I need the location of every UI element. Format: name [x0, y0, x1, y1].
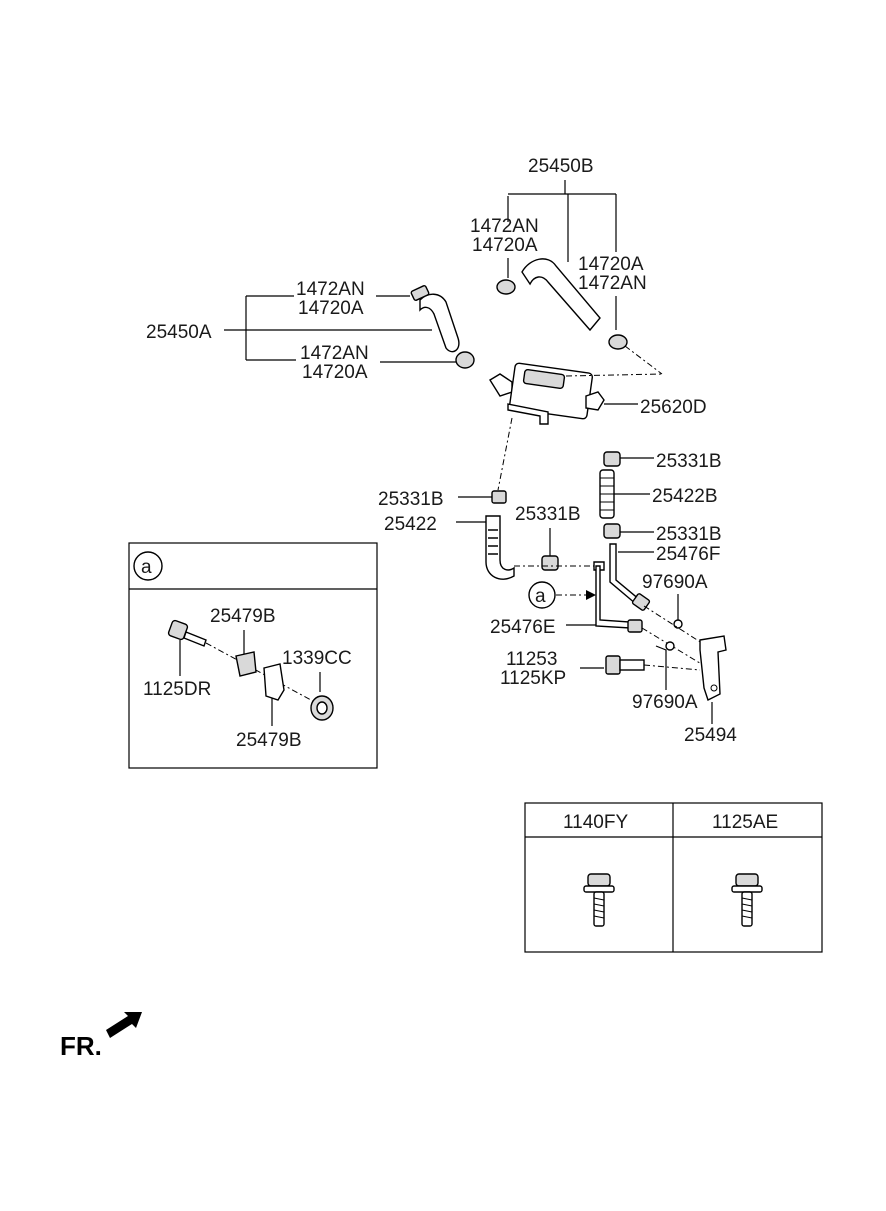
label-14720a-top-left: 14720A	[472, 235, 538, 256]
clamp-25331b-r2	[603, 523, 621, 539]
bolt-11253-head	[605, 655, 621, 675]
clamp-mid-2	[455, 351, 475, 369]
grommet-97690a-upper	[673, 619, 683, 629]
label-1125kp: 1125KP	[500, 668, 566, 689]
label-1472an-top-right: 1472AN	[578, 273, 647, 294]
bolt-1140fy-head	[587, 873, 611, 887]
bolt-1125dr-shank	[183, 631, 207, 647]
clamp-25331b-r1	[603, 451, 621, 467]
ref-marker-a	[528, 581, 556, 609]
label-25620d: 25620D	[640, 397, 707, 418]
label-1472an-top-left: 1472AN	[470, 216, 539, 237]
front-direction-label: FR.	[60, 1031, 102, 1061]
hose-assembly-25450a: 1472AN 14720A 25450A 1472AN 14720A	[146, 279, 475, 383]
bolt-1140fy	[583, 873, 615, 927]
label-25494: 25494	[684, 725, 737, 746]
label-14720a-mid-2: 14720A	[302, 362, 368, 383]
clamp-mid-1	[410, 285, 430, 301]
label-1125dr: 1125DR	[143, 679, 211, 700]
grommet-97690a-lower	[665, 641, 675, 651]
label-25331b-r1: 25331B	[656, 451, 722, 472]
bolt-1125ae-shank	[741, 891, 753, 927]
label-25450a: 25450A	[146, 322, 212, 343]
hose-25422-ribs	[488, 529, 498, 555]
bolt-1125ae-head	[735, 873, 759, 887]
label-25476f: 25476F	[656, 544, 720, 565]
label-14720a-top-right: 14720A	[578, 254, 644, 275]
label-25331b-center: 25331B	[515, 504, 581, 525]
detail-marker-a	[133, 551, 163, 581]
pipe-group-center: 25331B 25476E a	[490, 504, 643, 638]
pipe-25476f-fitting	[631, 593, 651, 611]
centerline-top-right	[624, 345, 663, 375]
bolt-1140fy-flange	[583, 885, 615, 893]
label-25476e: 25476E	[490, 617, 556, 638]
label-25479b-top: 25479B	[210, 606, 276, 627]
detail-box-frame	[128, 542, 378, 769]
fastener-table-col2-header: 1125AE	[712, 812, 778, 833]
label-1339cc: 1339CC	[282, 648, 352, 669]
centerline-bracket-lower	[641, 627, 709, 669]
clamp-top-left	[496, 279, 516, 295]
centerline-valve	[565, 373, 663, 377]
bracket-group-25494: 25494 11253 1125KP 97690A	[500, 605, 737, 746]
pipe-25476f	[609, 543, 642, 605]
clamp-top-right	[608, 334, 628, 350]
valve-bracket	[507, 403, 549, 425]
bolt-11253-shank	[619, 659, 645, 671]
bracket-hole	[710, 684, 718, 692]
pipe-25476e-fitting	[627, 619, 643, 633]
fastener-table: 1140FY 1125AE	[524, 802, 823, 953]
front-direction-indicator: FR.	[60, 1012, 142, 1061]
label-97690a-upper: 97690A	[642, 572, 708, 593]
detail-marker-a-text: a	[141, 557, 152, 578]
centerline-valve-down	[497, 417, 513, 491]
clamp-25331b-center	[541, 555, 559, 571]
clip-25479b-bottom	[263, 663, 285, 701]
detail-view-a: a 25479B 1339CC 1125DR 25479B	[128, 542, 378, 769]
label-1472an-mid-2: 1472AN	[300, 343, 369, 364]
valve-assembly-25620d: 25620D	[489, 362, 707, 425]
bracket-25494	[699, 635, 727, 701]
label-25331b-left: 25331B	[378, 489, 444, 510]
valve-outlet-nozzle	[585, 391, 605, 411]
hose-group-25422b: 25331B 25422B 25331B 25476F 97690A	[599, 451, 722, 629]
ref-marker-a-text: a	[535, 586, 546, 607]
front-direction-arrow-icon	[106, 1012, 142, 1038]
label-11253: 11253	[506, 649, 557, 670]
label-25479b-bottom: 25479B	[236, 730, 302, 751]
hose-25450b	[521, 258, 601, 332]
clip-25479b-top	[235, 651, 257, 677]
bolt-1140fy-shank	[593, 891, 605, 927]
leader-97690a-lower	[655, 645, 667, 690]
bolt-1125ae-flange	[731, 885, 763, 893]
bolt-1125ae-thread	[741, 897, 753, 919]
label-25331b-r2: 25331B	[656, 524, 722, 545]
nut-1339cc-hole	[316, 701, 328, 715]
hose-25450a	[419, 293, 460, 353]
label-14720a-mid-1: 14720A	[298, 298, 364, 319]
hose-group-25422: 25331B 25422	[378, 417, 515, 580]
label-25422: 25422	[384, 514, 437, 535]
label-25450b: 25450B	[528, 156, 594, 177]
label-25422b: 25422B	[652, 486, 718, 507]
label-1472an-mid-1: 1472AN	[296, 279, 365, 300]
hose-25422	[485, 515, 515, 580]
bolt-1140fy-thread	[593, 897, 605, 919]
bolt-1125ae	[731, 873, 763, 927]
valve-inlet-nozzle	[489, 373, 513, 397]
fastener-table-col1-header: 1140FY	[563, 812, 628, 833]
hose-25422b-ribs	[600, 477, 614, 511]
valve-top-plate	[522, 368, 566, 390]
label-97690a-lower: 97690A	[632, 692, 698, 713]
clamp-25331b-left	[491, 490, 507, 504]
ref-marker-a-arrow	[586, 590, 596, 600]
centerline-bolt	[643, 664, 701, 671]
hose-assembly-25450b: 25450B 1472AN 14720A 14720A 1472AN	[470, 156, 663, 375]
